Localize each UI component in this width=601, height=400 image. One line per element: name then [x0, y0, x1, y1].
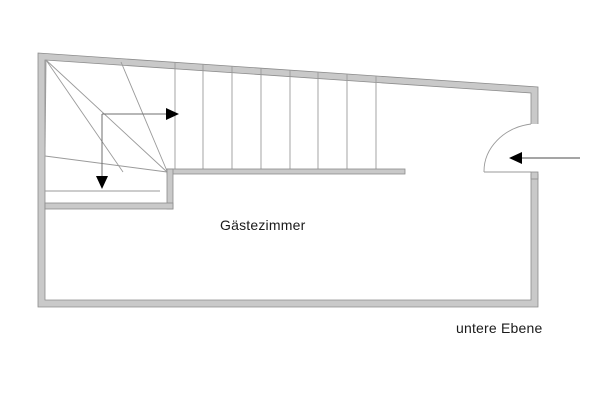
- stair-edge: [166, 168, 406, 175]
- under-stair-partition-wall: [44, 202, 174, 210]
- entry-arrow-head: [509, 152, 522, 164]
- stair-direction-arrow-right: [166, 108, 179, 120]
- stair-walk-line: [101, 113, 168, 176]
- winder-lower-edge: [44, 155, 168, 173]
- winder-ray-1: [45, 59, 168, 173]
- stair-direction-arrow-down: [96, 176, 108, 189]
- winder-ray-4: [120, 61, 168, 172]
- door-swing-arc: [483, 123, 532, 173]
- stair-edge-band: [166, 168, 406, 175]
- winder-ray-2: [45, 59, 124, 173]
- level-label: untere Ebene: [456, 320, 543, 336]
- winder-ray-3: [44, 59, 47, 157]
- wall-band-outline: [37, 52, 539, 308]
- room-label-gaestezimmer: Gästezimmer: [220, 217, 306, 233]
- door-jamb-lower: [530, 171, 539, 180]
- entry-direction-arrow: [509, 152, 580, 164]
- stair-winder-lines: [44, 59, 168, 173]
- entry-door: [483, 123, 540, 180]
- interior-walls: [44, 168, 174, 210]
- stair-treads: [174, 62, 377, 172]
- door-opening: [529, 124, 540, 174]
- exterior-walls: [37, 52, 539, 308]
